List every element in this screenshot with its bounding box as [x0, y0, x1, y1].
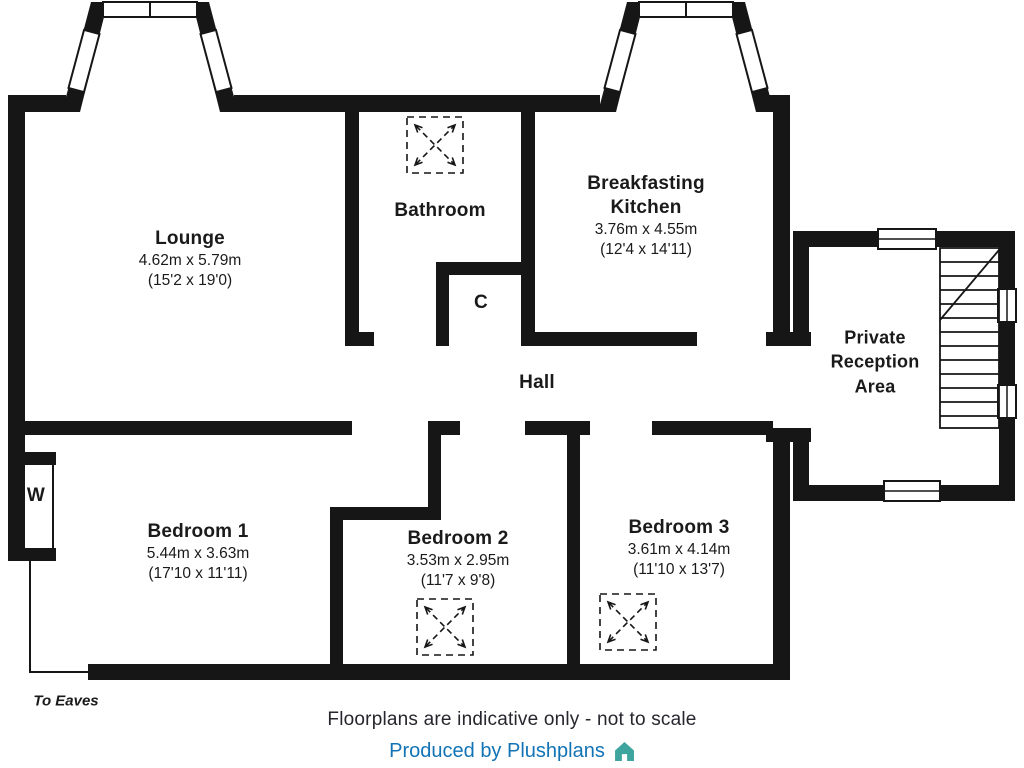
room-name: Bathroom [394, 200, 486, 222]
stairs-icon [939, 247, 1000, 429]
room-dimensions-metric: 3.76m x 4.55m [594, 220, 698, 238]
room-dimensions-imperial: (12'4 x 14'11) [600, 240, 692, 258]
room-name: Breakfasting Kitchen [587, 173, 705, 218]
room-name: Bedroom 2 [407, 527, 509, 549]
credit-text: Produced by Plushplans [389, 740, 605, 762]
room-dimensions-imperial: (11'7 x 9'8) [420, 571, 496, 589]
room-name: Lounge [155, 227, 225, 249]
room-name: C [474, 292, 488, 314]
disclaimer-text: Floorplans are indicative only - not to … [327, 709, 697, 730]
room-dimensions-imperial: (17'10 x 11'11) [148, 564, 248, 582]
plushplans-logo-icon [614, 742, 634, 761]
room-label-cupboard: C [474, 291, 488, 315]
credit-line: Produced by Plushplans [0, 740, 1024, 763]
room-name: W [26, 485, 46, 507]
windows [877, 228, 1017, 502]
room-dimensions-imperial: (15'2 x 19'0) [147, 271, 233, 289]
room-label-bathroom: Bathroom [394, 199, 485, 223]
room-name: Hall [519, 372, 555, 394]
room-name: Private Reception Area [830, 327, 920, 397]
room-label-bedroom1: Bedroom 1 5.44m x 3.63m (17'10 x 11'11) [147, 520, 250, 584]
skylight-icon [599, 593, 657, 651]
room-label-kitchen: Breakfasting Kitchen 3.76m x 4.55m (12'4… [561, 172, 731, 260]
skylight-icon [406, 116, 464, 174]
room-name: Bedroom 3 [628, 516, 730, 538]
to-eaves-label: To Eaves [33, 692, 99, 710]
skylight-icon [416, 598, 474, 656]
room-label-wardrobe: W [27, 484, 45, 508]
room-name: Bedroom 1 [147, 520, 249, 542]
room-dimensions-metric: 5.44m x 3.63m [146, 544, 250, 562]
room-label-lounge: Lounge 4.62m x 5.79m (15'2 x 19'0) [139, 227, 242, 291]
room-label-bedroom2: Bedroom 2 3.53m x 2.95m (11'7 x 9'8) [407, 527, 510, 591]
bay-window-left-icon [62, 1, 238, 112]
eaves-boundary [29, 561, 88, 673]
room-label-hall: Hall [519, 371, 555, 395]
walls [8, 95, 1015, 680]
room-dimensions-metric: 3.61m x 4.14m [627, 540, 731, 558]
room-dimensions-metric: 4.62m x 5.79m [138, 251, 242, 269]
room-dimensions-imperial: (11'10 x 13'7) [633, 560, 725, 578]
room-label-bedroom3: Bedroom 3 3.61m x 4.14m (11'10 x 13'7) [628, 516, 731, 580]
bay-window-right-icon [598, 1, 774, 112]
room-label-reception: Private Reception Area [814, 326, 936, 399]
room-dimensions-metric: 3.53m x 2.95m [406, 551, 510, 569]
